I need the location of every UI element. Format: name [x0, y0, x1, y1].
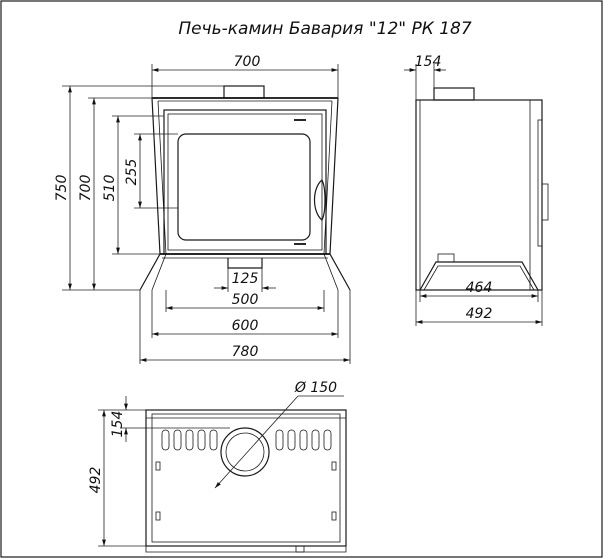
front-view [139, 85, 351, 291]
side-dimensions: 154 464 492 [404, 54, 543, 326]
dim-side-base-inner: 464 [466, 280, 493, 296]
dim-front-height-body: 700 [78, 175, 94, 202]
dim-front-duct-width: 125 [232, 271, 259, 287]
side-leg-cutout [419, 261, 539, 291]
top-dimensions: Ø 150 154 492 [88, 380, 344, 547]
front-glass-window [177, 133, 311, 241]
dim-top-depth-total: 492 [88, 467, 104, 494]
front-door-handle [313, 179, 326, 221]
dim-front-width-overall: 780 [232, 344, 259, 360]
dim-side-flue-offset: 154 [415, 54, 442, 70]
side-view [415, 87, 549, 291]
dim-front-height-door: 510 [102, 175, 118, 202]
front-air-duct [227, 258, 263, 269]
front-door [163, 109, 327, 255]
dim-side-depth-total: 492 [466, 306, 493, 322]
top-vent-slots-left [161, 429, 218, 451]
dim-top-flue-diameter: Ø 150 [294, 380, 337, 396]
front-left-side [139, 97, 161, 291]
top-vent-slots-right [275, 429, 332, 451]
front-flue-collar [223, 85, 265, 99]
top-view [145, 409, 347, 553]
dim-front-base-inner: 500 [232, 292, 259, 308]
dim-front-width-top: 700 [234, 54, 261, 70]
side-door-handle [541, 183, 549, 221]
dim-front-base-width: 600 [232, 318, 259, 334]
front-dimensions: 700 750 700 510 255 125 500 [54, 54, 351, 364]
front-right-side [329, 97, 351, 291]
top-flue-inner [225, 432, 265, 472]
drawing-title: Печь-камин Бавария "12" РК 187 [178, 19, 472, 39]
dim-top-flue-offset: 154 [110, 411, 126, 438]
top-flue-outer [220, 427, 270, 477]
top-body [145, 409, 347, 547]
side-flue-collar [433, 87, 475, 101]
dim-front-height-total: 750 [54, 175, 70, 202]
dim-front-height-window: 255 [124, 159, 140, 186]
